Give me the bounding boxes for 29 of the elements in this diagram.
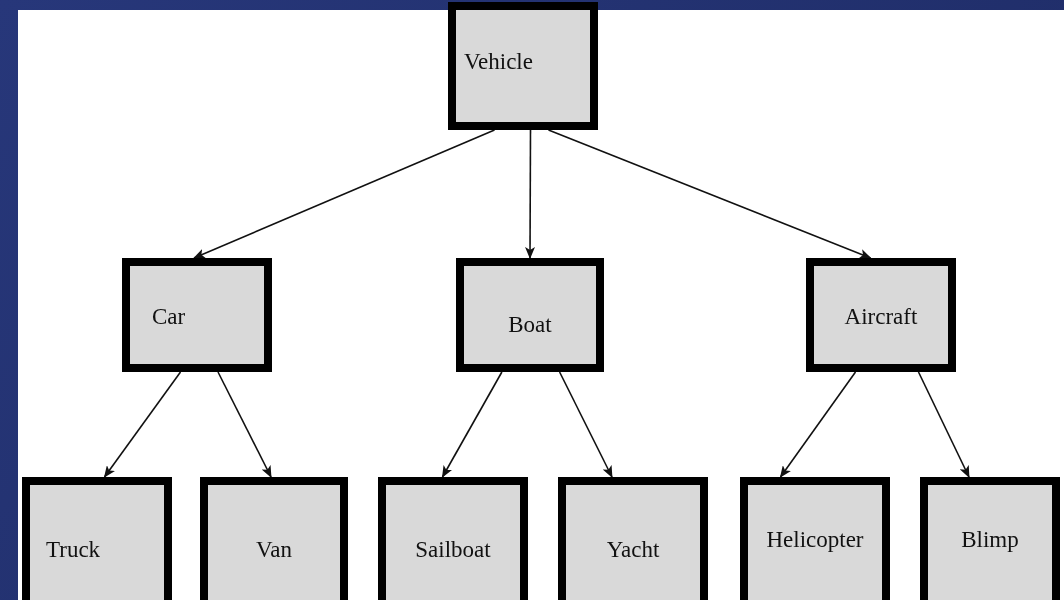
arrow xyxy=(779,371,857,478)
box-label: Truck xyxy=(46,537,101,563)
arrow xyxy=(441,371,503,478)
box-label: Blimp xyxy=(961,527,1019,553)
class-box xyxy=(558,477,708,600)
class-box xyxy=(806,258,956,372)
class-box xyxy=(122,258,272,372)
arrow xyxy=(217,371,272,478)
box-label: Yacht xyxy=(606,537,660,563)
class-box xyxy=(456,258,604,372)
class-box xyxy=(22,477,172,600)
arrow xyxy=(103,371,182,478)
box-label: Sailboat xyxy=(415,537,491,563)
class-box xyxy=(920,477,1060,600)
box-label: Van xyxy=(256,537,292,563)
class-box xyxy=(740,477,890,600)
arrow xyxy=(558,371,613,478)
box-label: Car xyxy=(152,304,186,330)
box-label: Helicopter xyxy=(766,527,864,553)
box-label: Vehicle xyxy=(464,49,533,75)
class-box xyxy=(378,477,528,600)
arrow xyxy=(525,129,536,259)
class-box xyxy=(448,2,598,130)
arrow xyxy=(547,129,872,259)
class-box xyxy=(200,477,348,600)
box-label: Boat xyxy=(508,312,552,338)
box-label: Aircraft xyxy=(844,304,918,330)
arrow xyxy=(193,129,496,259)
arrow xyxy=(917,371,970,478)
